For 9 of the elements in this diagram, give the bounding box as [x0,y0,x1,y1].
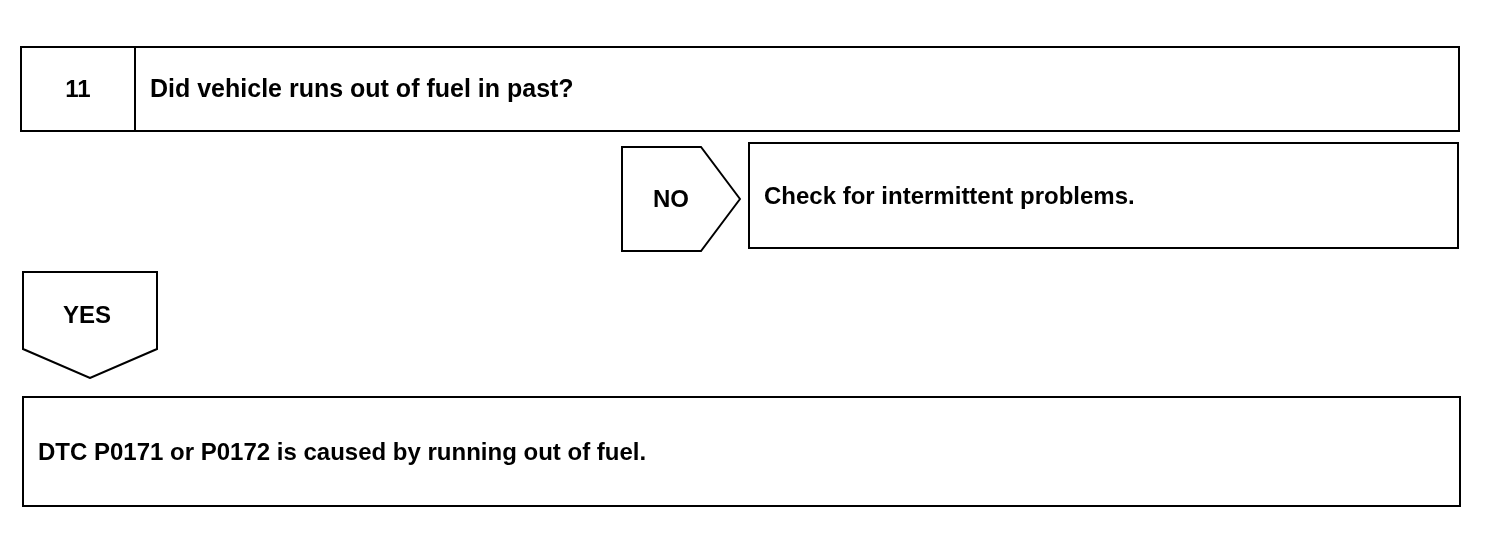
result-box [748,142,1459,249]
answer-label: YES [63,300,111,330]
result-text: DTC P0171 or P0172 is caused by running out of fuel. [38,436,647,467]
answer-label: NO [653,184,689,214]
question-text: Did vehicle runs out of fuel in past? [149,73,574,105]
question-box [20,46,1460,132]
result-text: Check for intermittent problems. [764,180,1135,211]
result-box [22,396,1461,507]
step-number: 11 [22,48,136,130]
